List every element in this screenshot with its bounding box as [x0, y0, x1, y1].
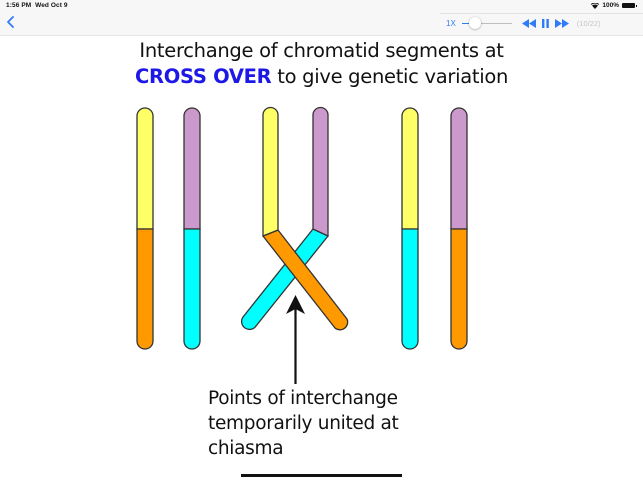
slider-track-active [461, 22, 470, 24]
segment-bottom [450, 228, 468, 350]
chiasma-arrow [286, 295, 305, 384]
chevron-left-icon [7, 16, 14, 28]
rewind-button[interactable] [521, 18, 536, 28]
chromatid-middle-2 [312, 106, 329, 238]
slide-counter: (10/22) [576, 18, 601, 28]
title-line-2-rest: to give genetic variation [271, 65, 509, 88]
wifi-icon [591, 2, 600, 9]
segment-top [136, 107, 154, 230]
caption-line-2: temporarily united at [208, 413, 399, 434]
segment-top [401, 107, 419, 230]
speed-slider[interactable] [461, 16, 512, 30]
segment-orange-diagonal [262, 229, 349, 331]
battery-icon [622, 3, 637, 8]
slide-title: Interchange of chromatid segments at CRO… [0, 38, 643, 90]
chromatid-left-2 [183, 107, 201, 350]
segment-bottom [401, 228, 419, 350]
chromatid-middle-cyan-arm [240, 228, 329, 331]
pause-button[interactable] [541, 18, 549, 28]
segment-top [312, 106, 329, 238]
bottom-rule [241, 474, 402, 477]
segment-top [183, 107, 201, 230]
pause-icon [541, 18, 549, 28]
caption-line-1: Points of interchange [208, 388, 398, 409]
fast-forward-button[interactable] [554, 18, 569, 28]
status-time: 1:56 PM Wed Oct 9 [6, 2, 68, 9]
title-line-1: Interchange of chromatid segments at [139, 39, 504, 62]
title-line-2: CROSS OVER to give genetic variation [0, 64, 643, 90]
segment-bottom [136, 228, 154, 350]
title-highlight: CROSS OVER [134, 65, 272, 88]
segment-top [262, 106, 279, 237]
fast-forward-icon [554, 18, 569, 28]
segment-cyan-diagonal [240, 228, 329, 331]
speed-button[interactable]: 1X [446, 18, 456, 28]
rewind-icon [521, 18, 536, 28]
arrow-head [286, 295, 305, 314]
caption-line-3: chiasma [208, 438, 284, 459]
battery-percent: 100% [602, 2, 619, 9]
chromatid-right-2 [450, 107, 468, 350]
slider-thumb[interactable] [468, 17, 481, 29]
date-text: Wed Oct 9 [35, 2, 68, 9]
chromatid-right-1 [401, 107, 419, 350]
playback-controls: 1X (10/22) [446, 16, 601, 30]
time-text: 1:56 PM [6, 2, 32, 9]
top-bar: 1:56 PM Wed Oct 9 100% 1X [0, 0, 643, 36]
divider [440, 13, 643, 14]
chromatid-left-1 [136, 107, 154, 350]
segment-top [450, 107, 468, 230]
status-right: 100% [591, 2, 637, 9]
slider-track [469, 22, 512, 24]
chromatid-middle-orange-arm [262, 229, 349, 331]
chromatid-middle-1 [262, 106, 279, 237]
segment-bottom [183, 228, 201, 350]
chiasma-caption: Points of interchange temporarily united… [208, 386, 399, 461]
back-button[interactable] [4, 14, 18, 30]
